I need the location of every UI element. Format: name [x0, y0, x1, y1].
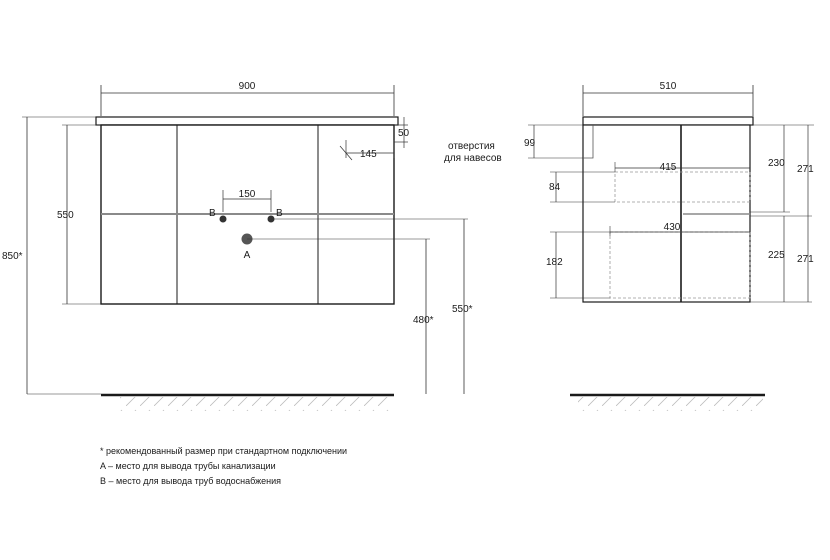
- upper-drawer-height-label: 84: [549, 182, 561, 193]
- lower-drawer-height-label: 182: [546, 257, 563, 268]
- lower-front-height-label: 225: [768, 250, 785, 261]
- top-thickness-label: 50: [398, 128, 410, 139]
- note-supply: B – место для вывода труб водоснабжения: [100, 476, 282, 486]
- marker-a: A: [244, 250, 251, 261]
- side-depth-label: 510: [660, 81, 677, 92]
- front-floor-hatch: [120, 397, 390, 411]
- hanger-note-line1: отверстия: [448, 141, 495, 152]
- note-drain: A – место для вывода трубы канализации: [100, 461, 276, 471]
- marker-b-right: B: [276, 208, 283, 219]
- note-recommended: * рекомендованный размер при стандартном…: [100, 446, 348, 456]
- front-countertop: [95, 116, 399, 126]
- drain-height-label: 480*: [413, 315, 434, 326]
- upper-drawer-box: [614, 171, 751, 203]
- front-width-label: 900: [239, 81, 256, 92]
- upper-drawer-depth-label: 415: [660, 162, 677, 173]
- hanger-notch: [583, 125, 594, 159]
- marker-b-left: B: [209, 208, 216, 219]
- side-floor-hatch: [578, 397, 763, 411]
- side-countertop: [582, 116, 754, 126]
- lower-section-label: 271: [797, 254, 814, 265]
- hanger-note-line2: для навесов: [444, 153, 502, 164]
- hanger-offset-label: 99: [524, 138, 536, 149]
- total-height-label: 850*: [2, 251, 23, 262]
- lower-drawer-depth-label: 430: [664, 222, 681, 233]
- side-view: 510 99 отверстия для навесов 84 182: [444, 81, 814, 411]
- supply-pipe-left: [219, 215, 227, 223]
- hole-offset-label: 145: [360, 149, 377, 160]
- upper-front-height-label: 230: [768, 158, 785, 169]
- upper-section-label: 271: [797, 164, 814, 175]
- body-height-label: 550: [57, 210, 74, 221]
- front-view: 900 50 145 550 850* 150 B B A: [2, 81, 473, 411]
- supply-height-label: 550*: [452, 304, 473, 315]
- pipe-spacing-label: 150: [239, 189, 256, 200]
